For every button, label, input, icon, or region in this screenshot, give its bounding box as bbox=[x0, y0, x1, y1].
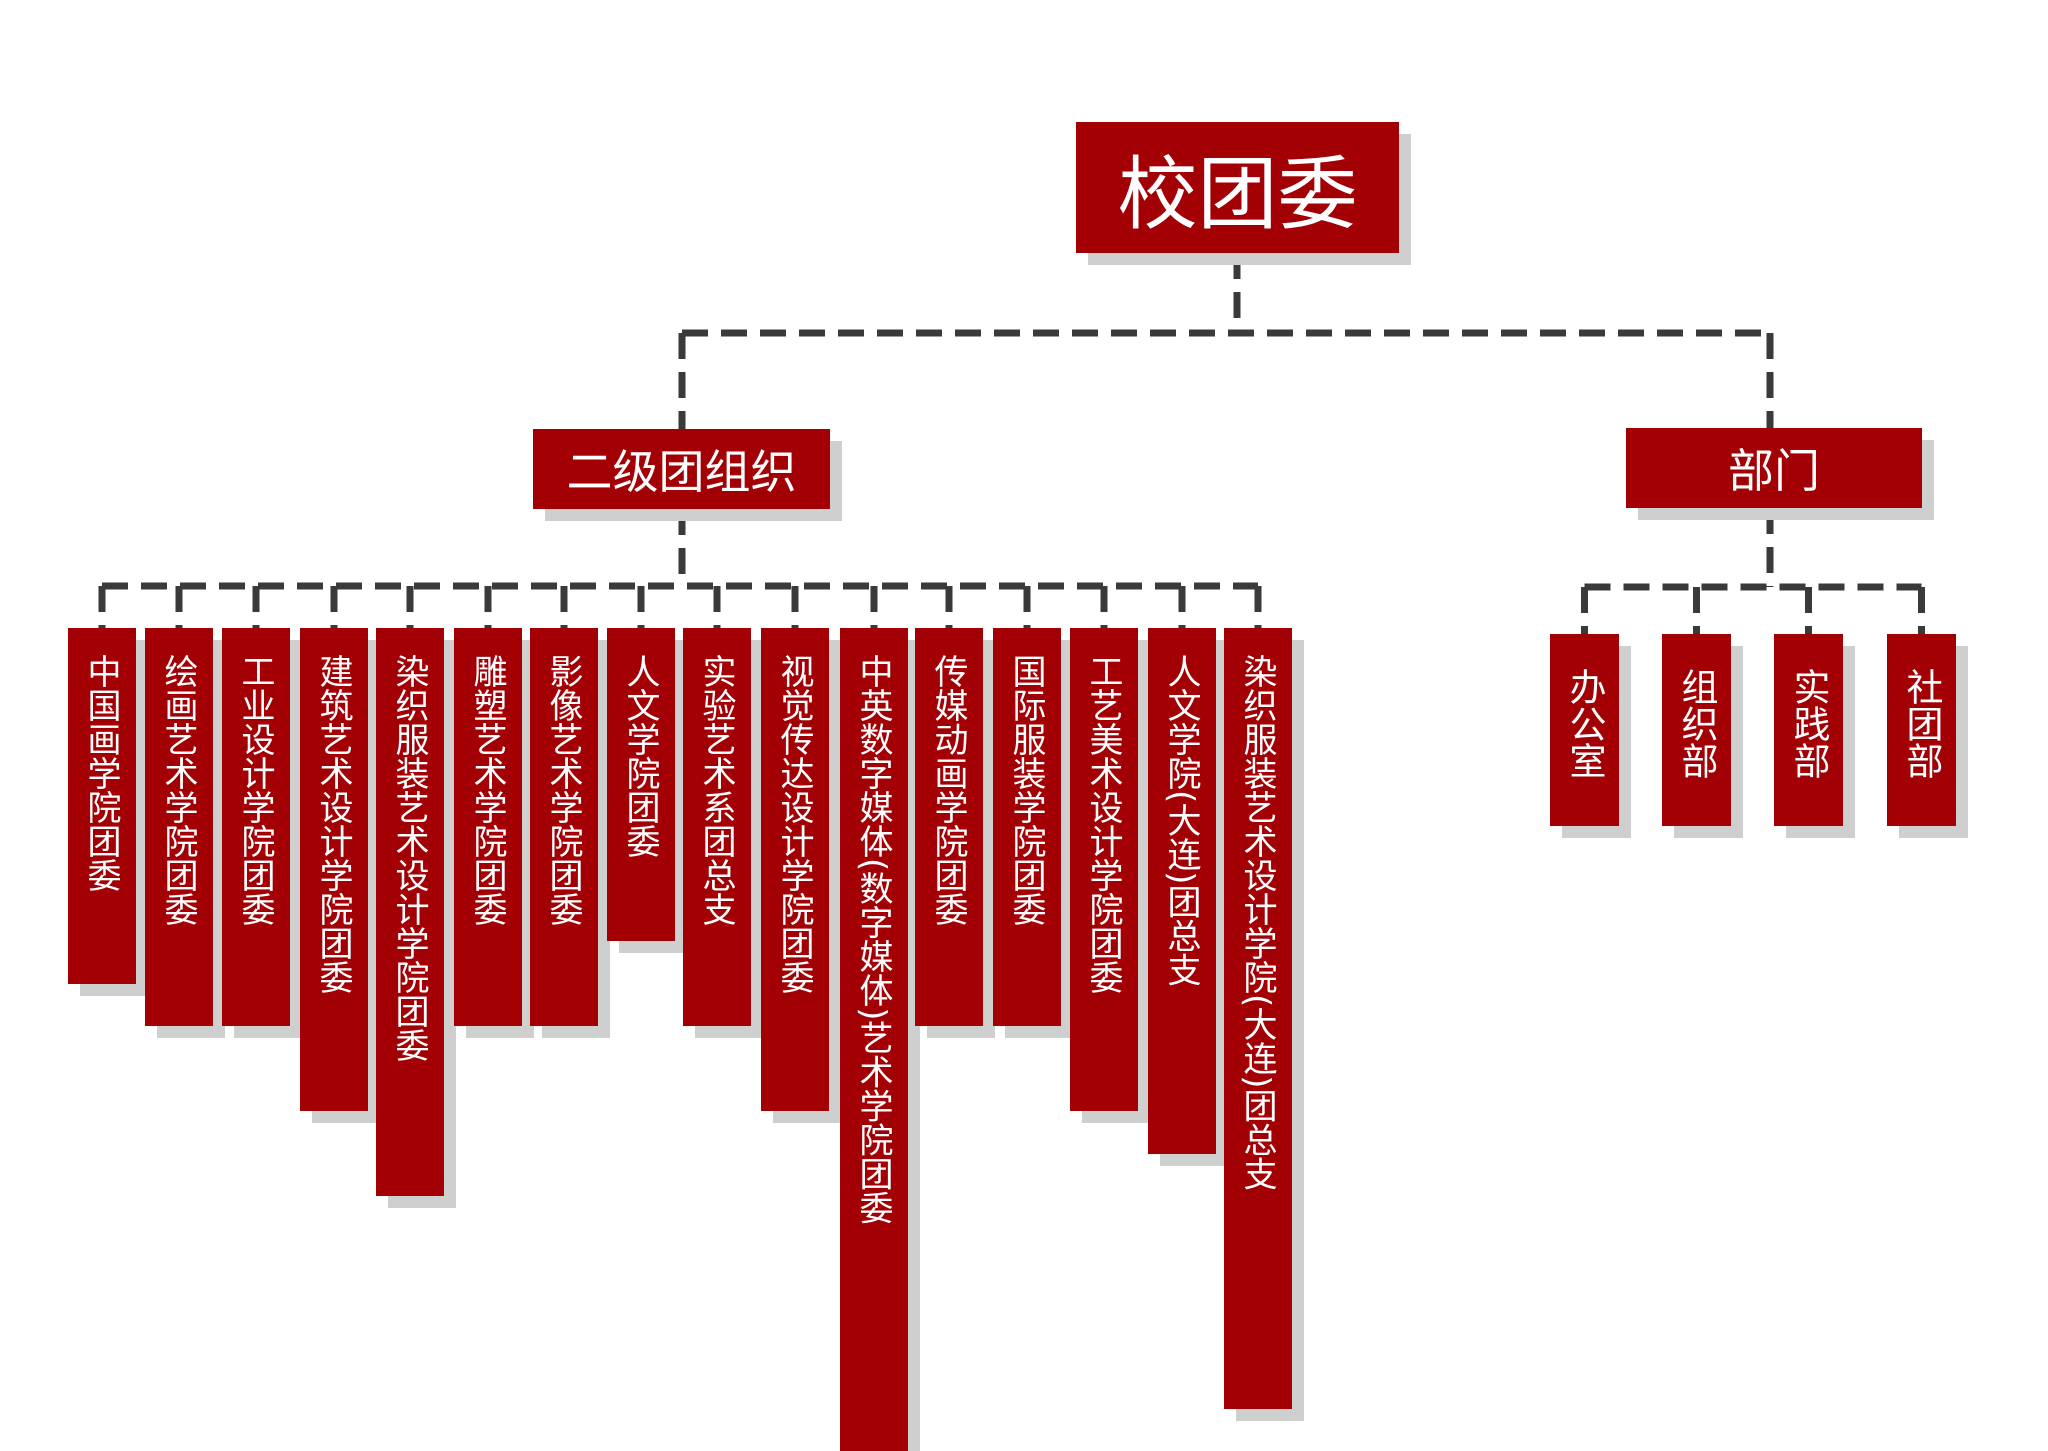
secondary-unit: 人文学院(大连)团总支 bbox=[1148, 628, 1216, 1154]
department-unit: 社团部 bbox=[1887, 634, 1956, 826]
secondary-unit: 视觉传达设计学院团委 bbox=[761, 628, 829, 1111]
root-node: 校团委 bbox=[1076, 122, 1399, 253]
secondary-unit: 绘画艺术学院团委 bbox=[145, 628, 213, 1026]
secondary-unit: 工业设计学院团委 bbox=[222, 628, 290, 1026]
secondary-unit: 人文学院团委 bbox=[607, 628, 675, 941]
secondary-unit: 雕塑艺术学院团委 bbox=[454, 628, 522, 1026]
secondary-unit: 实验艺术系团总支 bbox=[683, 628, 751, 1026]
secondary-unit: 染织服装艺术设计学院(大连)团总支 bbox=[1224, 628, 1292, 1409]
department-unit: 办公室 bbox=[1550, 634, 1619, 826]
secondary-unit: 传媒动画学院团委 bbox=[915, 628, 983, 1026]
secondary-unit: 染织服装艺术设计学院团委 bbox=[376, 628, 444, 1196]
secondary-unit: 影像艺术学院团委 bbox=[530, 628, 598, 1026]
departments-node: 部门 bbox=[1626, 428, 1922, 508]
secondary-unit: 建筑艺术设计学院团委 bbox=[300, 628, 368, 1111]
secondary-unit: 工艺美术设计学院团委 bbox=[1070, 628, 1138, 1111]
secondary-orgs-node: 二级团组织 bbox=[533, 429, 830, 509]
secondary-unit: 国际服装学院团委 bbox=[993, 628, 1061, 1026]
secondary-unit: 中英数字媒体(数字媒体)艺术学院团委 bbox=[840, 628, 908, 1451]
department-unit: 组织部 bbox=[1662, 634, 1731, 826]
secondary-unit: 中国画学院团委 bbox=[68, 628, 136, 984]
department-unit: 实践部 bbox=[1774, 634, 1843, 826]
